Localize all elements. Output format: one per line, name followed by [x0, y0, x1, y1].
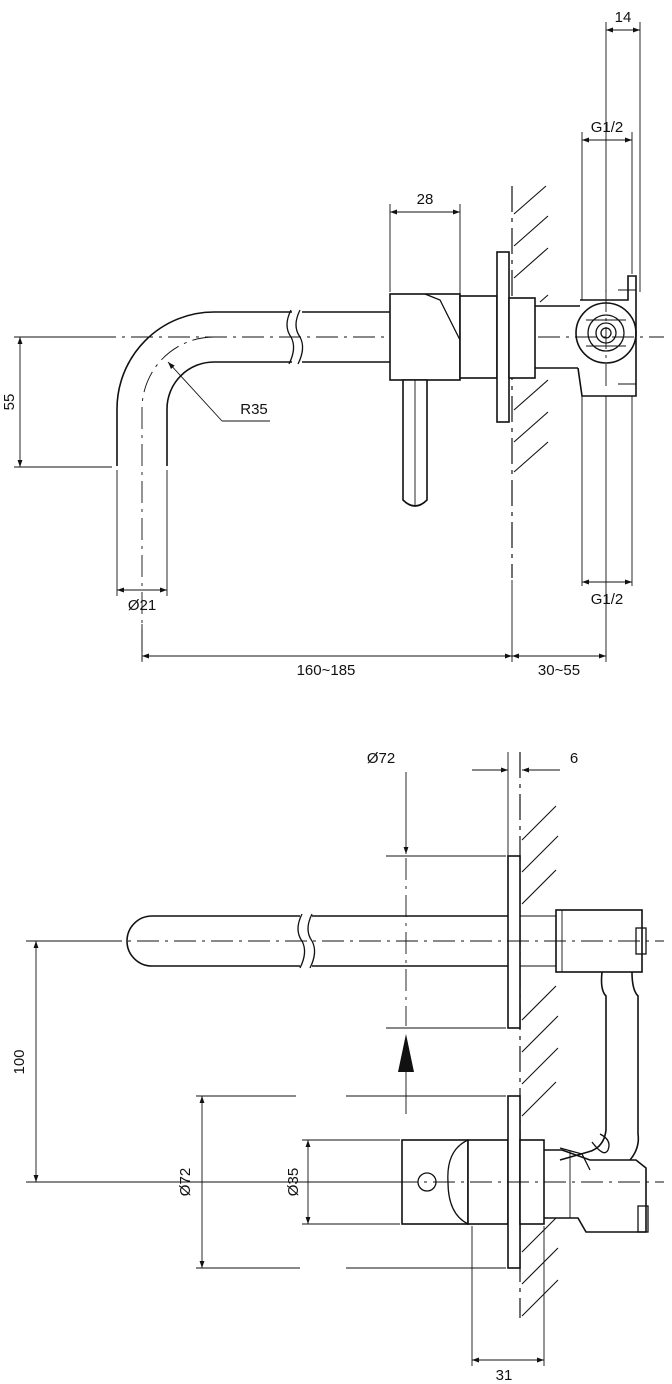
- valve-top: [389, 251, 536, 507]
- dim-g12-bottom-label: G1/2: [591, 591, 624, 608]
- dim-31-label: 31: [496, 1367, 513, 1384]
- dim-g12-top-label: G1/2: [591, 119, 624, 136]
- dim-d21-label: Ø21: [128, 597, 156, 614]
- wall-hatching-bottom: [519, 752, 559, 1318]
- dim-d35-label: Ø35: [285, 1168, 302, 1196]
- dim-28-label: 28: [417, 191, 434, 208]
- dim-160-185-label: 160~185: [297, 662, 356, 679]
- bottom-view: Ø72 6 100 Ø72 Ø35: [11, 750, 664, 1384]
- dim-31: 31: [471, 1226, 545, 1384]
- spout-side: [26, 855, 664, 1029]
- riser-pipe: [559, 971, 640, 1171]
- dim-d72-lower: Ø72: [177, 1095, 506, 1269]
- dim-d35: Ø35: [285, 1139, 400, 1225]
- dim-lengths: 160~185 30~55: [141, 396, 607, 679]
- dim-14-label: 14: [615, 9, 632, 26]
- dim-d72-lower-label: Ø72: [177, 1168, 194, 1196]
- dim-g12-top: G1/2: [581, 119, 633, 300]
- connector-top: [535, 275, 637, 397]
- dim-r35: R35: [167, 361, 270, 422]
- valve-side: [26, 1095, 664, 1269]
- dim-55: 55: [1, 336, 112, 468]
- dim-55-label: 55: [1, 394, 18, 411]
- dim-6-label: 6: [570, 750, 578, 767]
- top-view: 14 G1/2 28 55 R35: [1, 9, 664, 679]
- dim-30-55-label: 30~55: [538, 662, 580, 679]
- dim-d72-top: Ø72 6: [367, 750, 578, 1114]
- dim-d72-top-label: Ø72: [367, 750, 395, 767]
- dim-14: 14: [605, 9, 641, 292]
- dim-g12-bottom: G1/2: [581, 396, 633, 608]
- wall-hatching-top: [511, 185, 549, 578]
- dim-28: 28: [389, 191, 461, 294]
- dim-100: 100: [11, 940, 400, 1183]
- dim-d21: Ø21: [117, 587, 167, 614]
- dim-100-label: 100: [11, 1049, 28, 1074]
- dim-r35-label: R35: [240, 401, 268, 418]
- spout-top: [20, 309, 664, 660]
